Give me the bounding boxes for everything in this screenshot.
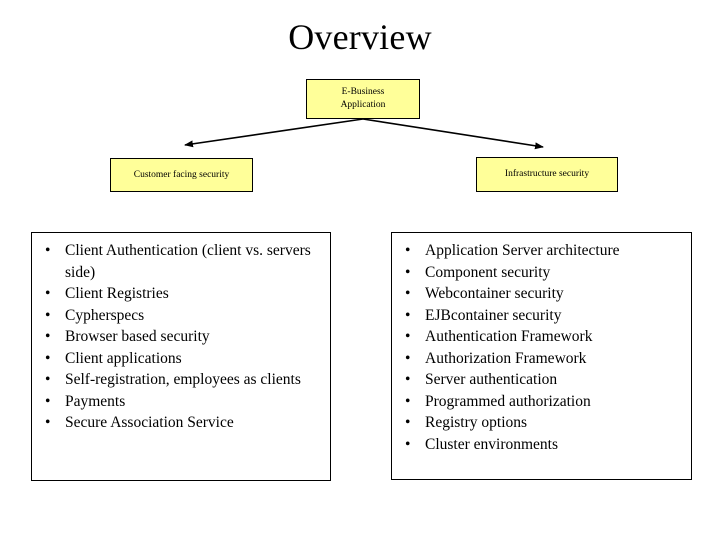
list-item-label: Programmed authorization — [425, 392, 591, 410]
panel-infrastructure-security: • Application Server architecture • Compone… — [391, 232, 692, 480]
bullet-icon: • — [405, 306, 411, 324]
list-item-label: Client applications — [65, 349, 182, 367]
list-item: • Client applications — [32, 348, 324, 370]
box-ebusiness-application-line2: Application — [340, 100, 386, 110]
box-ebusiness-application-line1: E-Business — [341, 87, 385, 97]
bullet-icon: • — [45, 306, 51, 324]
bullet-icon: • — [45, 349, 51, 367]
list-item: • Payments — [32, 391, 324, 413]
list-item: • Application Server architecture — [392, 240, 685, 262]
bullet-icon: • — [405, 371, 411, 388]
bullet-icon: • — [45, 414, 51, 431]
list-item: • EJBcontainer security — [392, 305, 685, 327]
box-infrastructure-security[interactable]: Infrastructure security — [476, 157, 618, 192]
list-item-label: Authentication Framework — [425, 328, 593, 345]
list-item: • Client Authentication (client vs. serve… — [32, 240, 324, 283]
list-item-label: Browser based security — [65, 328, 210, 345]
list-item-label: Server authentication — [425, 371, 558, 388]
list-item: • Webcontainer security — [392, 283, 685, 305]
list-item: • Server authentication — [392, 369, 685, 391]
bullet-icon: • — [405, 392, 411, 410]
bullet-icon: • — [405, 285, 411, 302]
list-item-label: EJBcontainer security — [425, 306, 562, 324]
list-item-label: Authorization Framework — [425, 349, 587, 367]
list-item-label: Webcontainer security — [425, 285, 564, 302]
bullet-icon: • — [45, 371, 51, 388]
page-title: Overview — [288, 17, 432, 57]
bullet-icon: • — [45, 285, 51, 302]
list-item-label: Payments — [65, 392, 126, 410]
list-item: • Registry options — [392, 412, 685, 434]
bullet-icon: • — [405, 242, 411, 259]
list-item-label: Cypherspecs — [65, 306, 145, 324]
bullet-icon: • — [405, 435, 411, 453]
list-item-label: Client Authentication (client vs. server… — [65, 242, 311, 281]
box-infrastructure-security-label: Infrastructure security — [504, 169, 590, 179]
list-item-label: Client Registries — [65, 285, 169, 302]
list-item-label: Cluster environments — [425, 435, 559, 453]
list-item: • Secure Association Service — [32, 412, 324, 434]
box-ebusiness-application-label: E-Business Application — [337, 86, 390, 112]
list-item-label: Secure Association Service — [65, 414, 234, 431]
box-ebusiness-application[interactable]: E-Business Application — [306, 79, 420, 119]
bullet-icon: • — [405, 414, 411, 431]
list-item: • Programmed authorization — [392, 391, 685, 413]
list-item: • Authentication Framework — [392, 326, 685, 348]
list-item: • Component security — [392, 262, 685, 284]
connector-right-arrow — [362, 118, 544, 150]
list-item-label: Registry options — [425, 414, 528, 431]
list-item: • Browser based security — [32, 326, 324, 348]
bullet-icon: • — [45, 242, 51, 259]
bullet-icon: • — [45, 328, 51, 345]
bullet-list-infrastructure-security: • Application Server architecture • Compone… — [392, 233, 691, 455]
bullet-list-customer-facing-security: • Client Authentication (client vs. serve… — [32, 233, 330, 434]
list-item: • Authorization Framework — [392, 348, 685, 370]
bullet-icon: • — [45, 392, 51, 410]
list-item-label: Self-registration, employees as clients — [65, 371, 301, 388]
box-customer-facing-security[interactable]: Customer facing security — [110, 158, 253, 192]
list-item: • Cluster environments — [392, 434, 685, 456]
bullet-icon: • — [405, 263, 411, 281]
bullet-icon: • — [405, 349, 411, 367]
list-item-label: Application Server architecture — [425, 242, 620, 259]
connector-left-arrow — [184, 118, 364, 148]
list-item-label: Component security — [425, 263, 551, 281]
list-item: • Self-registration, employees as clients — [32, 369, 324, 391]
list-item: • Cypherspecs — [32, 305, 324, 327]
panel-customer-facing-security: • Client Authentication (client vs. serve… — [31, 232, 331, 481]
box-customer-facing-security-label: Customer facing security — [133, 169, 230, 180]
list-item: • Client Registries — [32, 283, 324, 305]
bullet-icon: • — [405, 328, 411, 345]
